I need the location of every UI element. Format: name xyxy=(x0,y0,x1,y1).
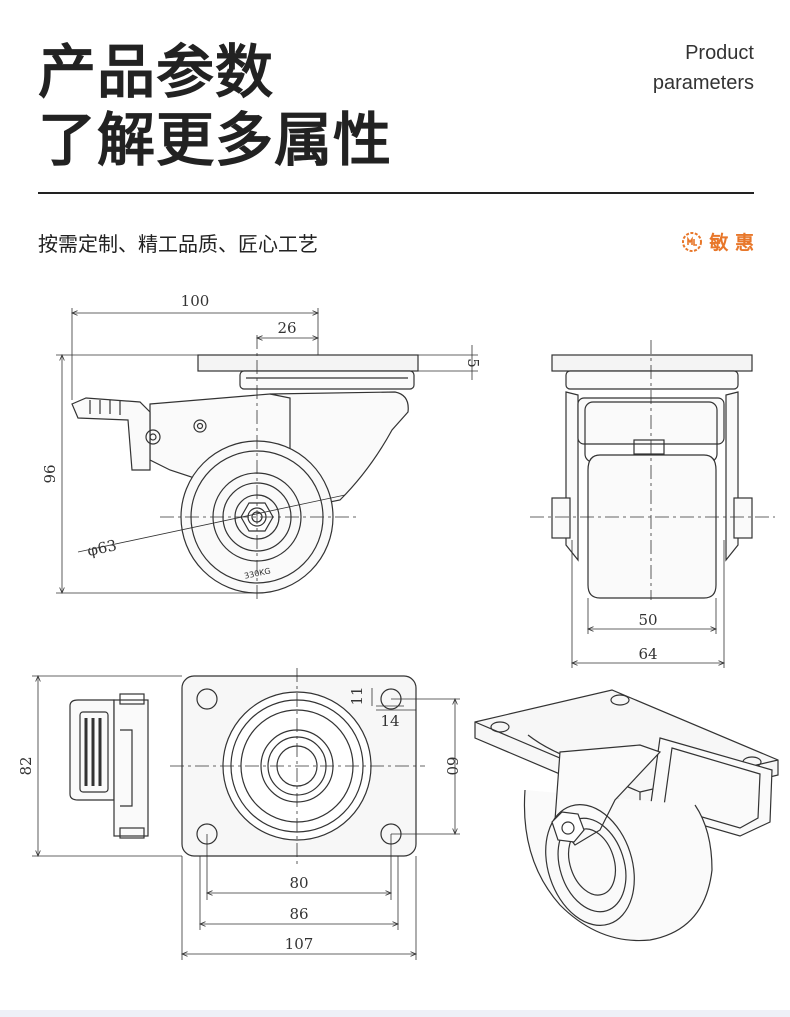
title-line-1: 产品参数 xyxy=(38,38,275,106)
brand-name: 敏 惠 xyxy=(709,232,754,254)
dim-wheel-diameter: φ63 xyxy=(86,536,119,560)
title-line-2: 了解更多属性 xyxy=(38,106,393,174)
dim-top-hole-offset-b: 14 xyxy=(380,712,399,730)
english-subtitle: Product parameters xyxy=(653,38,754,98)
dim-top-overall: 107 xyxy=(285,935,314,953)
header-divider xyxy=(38,192,754,194)
subtitle-line-1: Product xyxy=(685,42,754,64)
dim-top-hole-spacing-v: 60 xyxy=(443,756,461,775)
page-title: 产品参数 了解更多属性 xyxy=(38,38,392,174)
dim-front-overall-width: 64 xyxy=(638,645,657,663)
bottom-band xyxy=(0,1010,790,1017)
dim-side-width: 100 xyxy=(181,292,210,310)
isometric-view xyxy=(474,689,779,942)
dim-top-hole-spacing-h: 80 xyxy=(289,874,308,892)
dim-side-offset: 26 xyxy=(277,319,296,337)
tagline: 按需定制、精工品质、匠心工艺 xyxy=(38,232,318,256)
dim-top-hole-offset-a: 11 xyxy=(348,686,366,705)
brand-logo: 敏 惠 xyxy=(681,228,754,255)
top-view xyxy=(32,668,460,960)
dim-top-depth: 82 xyxy=(17,756,35,775)
dim-height: 96 xyxy=(41,464,59,483)
subtitle-line-2: parameters xyxy=(652,72,754,94)
brand-logo-icon xyxy=(682,231,703,252)
front-view xyxy=(530,340,775,668)
side-view xyxy=(56,308,478,600)
dim-plate-thickness: 5 xyxy=(464,358,482,368)
dim-front-wheel-width: 50 xyxy=(638,611,657,629)
dim-top-plate-inner: 86 xyxy=(289,905,308,923)
